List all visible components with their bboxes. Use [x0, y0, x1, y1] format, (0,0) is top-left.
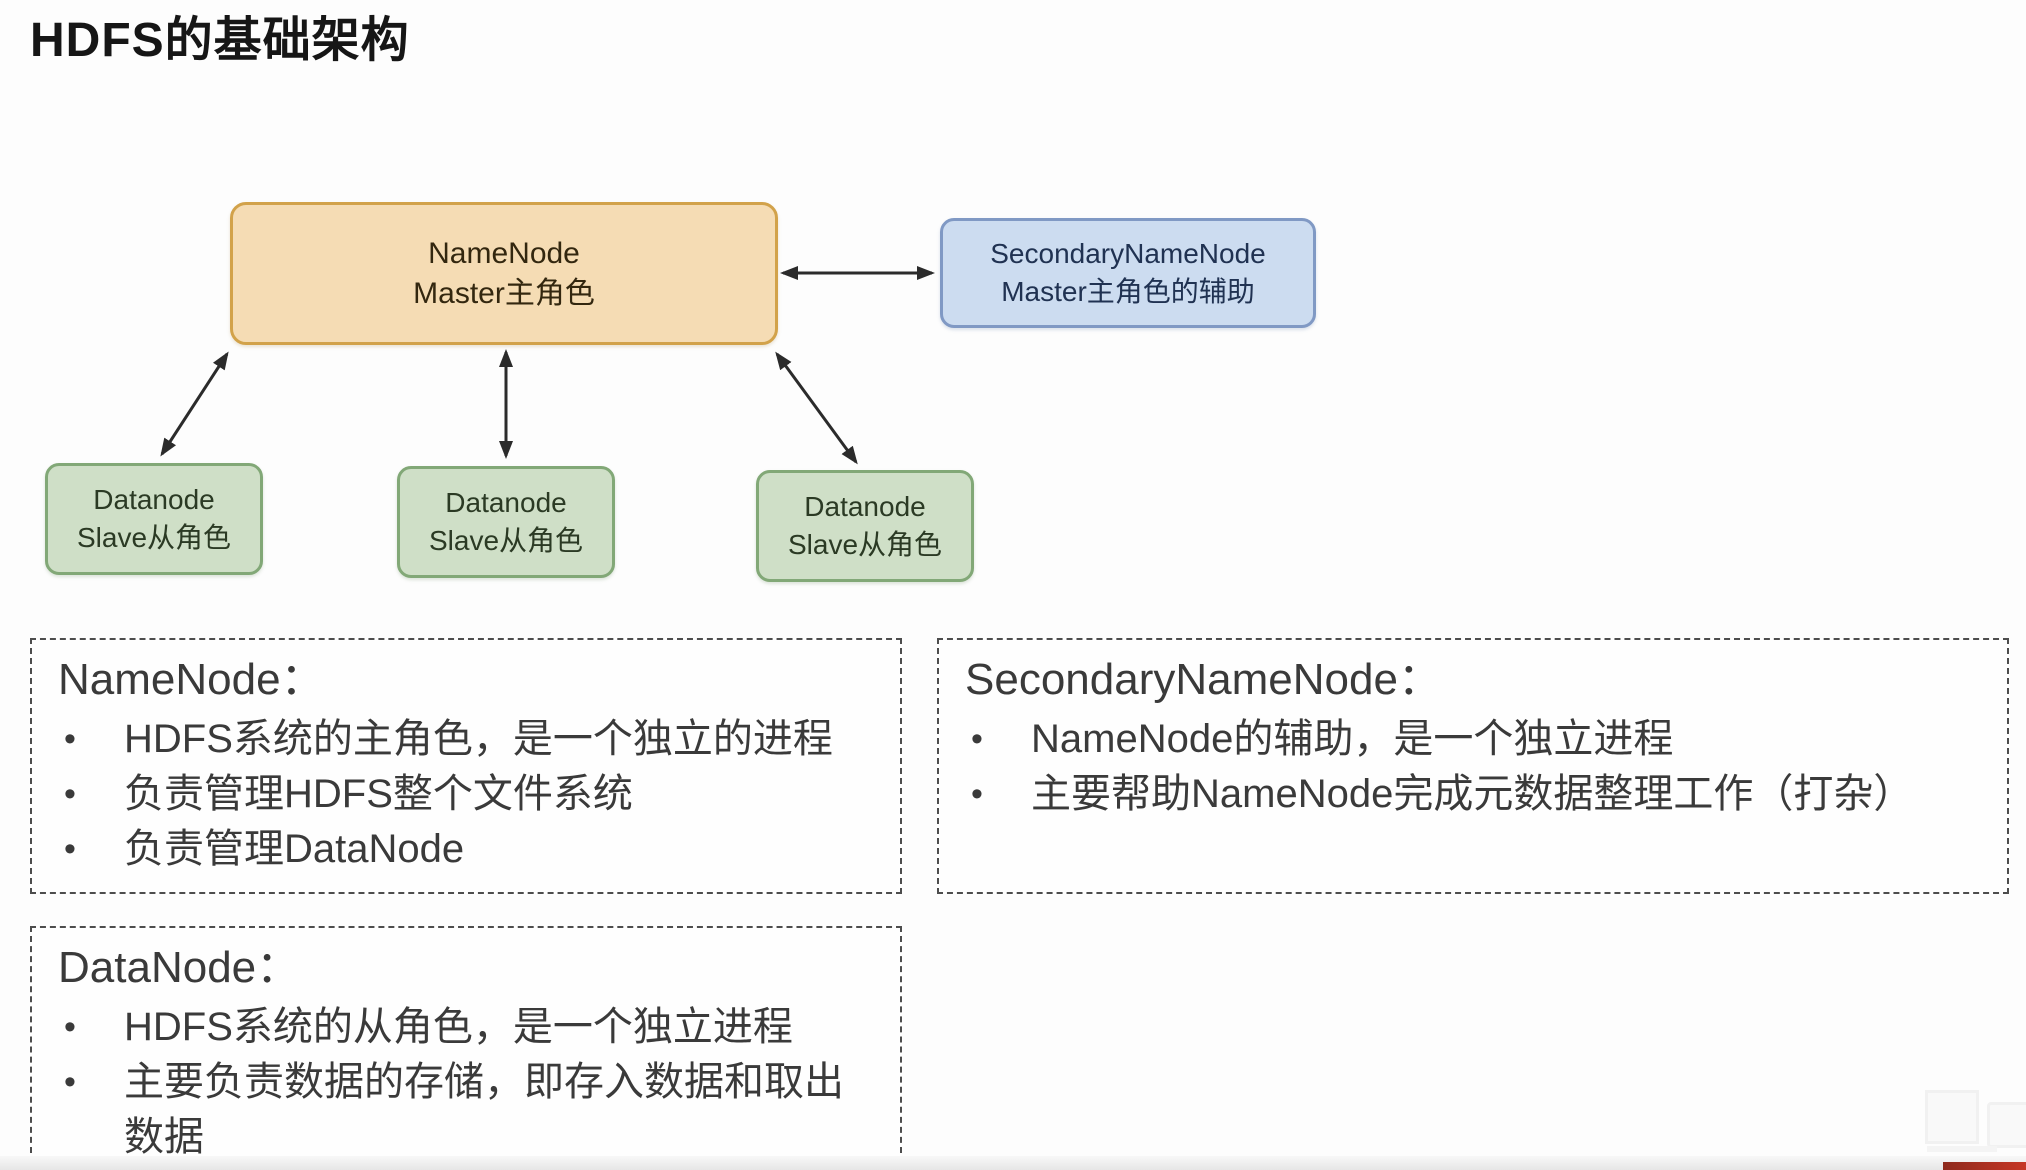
notebox-namenode-list: • HDFS系统的主角色，是一个独立的进程 • 负责管理HDFS整个文件系统 •… [58, 712, 882, 877]
bullet-text: 负责管理HDFS整个文件系统 [124, 772, 633, 816]
bullet-icon: • [64, 1008, 76, 1046]
diagram-node-datanode-3: Datanode Slave从角色 [756, 470, 974, 582]
datanode2-label-line2: Slave从角色 [428, 525, 584, 556]
notebox-secondarynamenode: SecondaryNameNode： • NameNode的辅助，是一个独立进程… [937, 638, 2009, 894]
datanode1-label-line2: Slave从角色 [76, 522, 232, 553]
notebox-datanode-heading: DataNode： [58, 943, 301, 992]
list-item: • HDFS系统的主角色，是一个独立的进程 [58, 712, 882, 767]
slide-bottom-edge [0, 1156, 2026, 1170]
notebox-namenode: NameNode： • HDFS系统的主角色，是一个独立的进程 • 负责管理HD… [30, 638, 902, 894]
bullet-icon: • [64, 720, 76, 758]
watermark-glyph [1927, 1146, 1997, 1152]
list-item: • NameNode的辅助，是一个独立进程 [965, 712, 1989, 767]
namenode-label-line2: Master主角色 [413, 276, 595, 310]
notebox-datanode-list: • HDFS系统的从角色，是一个独立进程 • 主要负责数据的存储，即存入数据和取… [58, 1000, 882, 1165]
list-item: • 主要负责数据的存储，即存入数据和取出数据 [58, 1055, 882, 1165]
bullet-text: 负责管理DataNode [124, 827, 465, 871]
bullet-text: 主要帮助NameNode完成元数据整理工作（打杂） [1031, 772, 1914, 816]
datanode3-label-line2: Slave从角色 [787, 529, 943, 560]
bullet-icon: • [64, 775, 76, 813]
bullet-text: HDFS系统的主角色，是一个独立的进程 [124, 717, 833, 761]
watermark-glyph [1925, 1090, 1979, 1144]
page-title: HDFS的基础架构 [30, 14, 410, 67]
list-item: • 负责管理HDFS整个文件系统 [58, 767, 882, 822]
bullet-icon: • [971, 720, 983, 758]
namenode-label-line1: NameNode [428, 236, 580, 270]
watermark-glyph [1987, 1102, 2026, 1148]
diagram-node-secondarynamenode: SecondaryNameNode Master主角色的辅助 [940, 218, 1316, 328]
diagram-node-namenode: NameNode Master主角色 [230, 202, 778, 345]
bullet-text: 主要负责数据的存储，即存入数据和取出数据 [124, 1060, 844, 1159]
list-item: • 主要帮助NameNode完成元数据整理工作（打杂） [965, 767, 1989, 822]
datanode1-label-line1: Datanode [93, 484, 215, 515]
list-item: • HDFS系统的从角色，是一个独立进程 [58, 1000, 882, 1055]
notebox-datanode: DataNode： • HDFS系统的从角色，是一个独立进程 • 主要负责数据的… [30, 926, 902, 1163]
secondarynamenode-label-line2: Master主角色的辅助 [1001, 276, 1255, 307]
notebox-secondarynamenode-heading: SecondaryNameNode： [965, 655, 1442, 704]
diagram-node-datanode-2: Datanode Slave从角色 [397, 466, 615, 578]
list-item: • 负责管理DataNode [58, 822, 882, 877]
datanode2-label-line1: Datanode [445, 487, 567, 518]
bullet-icon: • [64, 1063, 76, 1101]
diagram-node-datanode-1: Datanode Slave从角色 [45, 463, 263, 575]
bullet-text: NameNode的辅助，是一个独立进程 [1031, 717, 1674, 761]
bullet-icon: • [971, 775, 983, 813]
arrow-namenode-datanode-1 [160, 351, 229, 457]
bullet-text: HDFS系统的从角色，是一个独立进程 [124, 1005, 793, 1049]
notebox-secondarynamenode-list: • NameNode的辅助，是一个独立进程 • 主要帮助NameNode完成元数… [965, 712, 1989, 822]
bullet-icon: • [64, 830, 76, 868]
corner-red-bar [1943, 1162, 2026, 1170]
watermark [1925, 1090, 2026, 1160]
datanode3-label-line1: Datanode [804, 491, 926, 522]
arrow-namenode-datanode-3 [775, 351, 858, 465]
notebox-namenode-heading: NameNode： [58, 655, 325, 704]
secondarynamenode-label-line1: SecondaryNameNode [990, 238, 1266, 269]
